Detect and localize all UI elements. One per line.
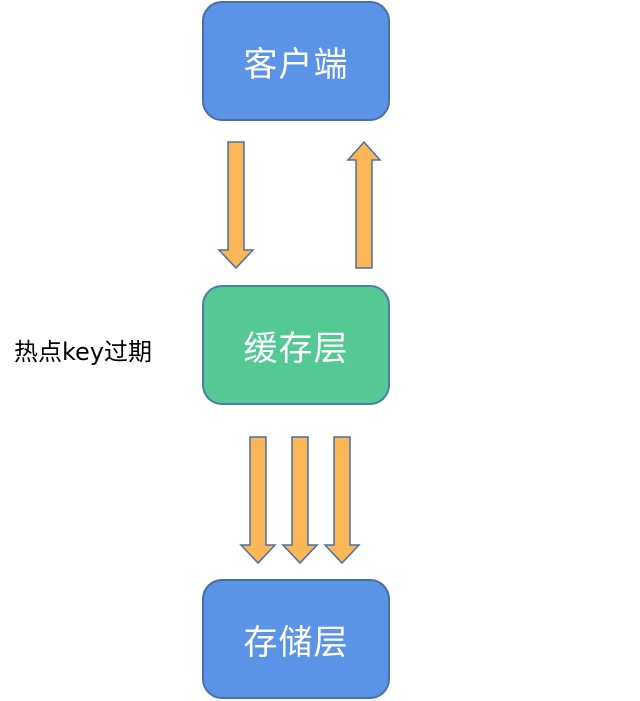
arrow-cache-to-storage-3	[323, 436, 361, 565]
client-node: 客户端	[202, 1, 390, 121]
arrow-client-to-cache	[217, 141, 255, 270]
arrow-cache-to-storage-1	[239, 436, 277, 565]
arrow-cache-to-client	[346, 140, 382, 269]
arrow-cache-to-storage-2	[281, 436, 319, 565]
storage-layer-node: 存储层	[202, 579, 390, 699]
client-node-label: 客户端	[243, 44, 349, 85]
hot-key-expired-annotation: 热点key过期	[14, 338, 153, 366]
cache-layer-label: 缓存层	[243, 328, 349, 369]
storage-layer-label: 存储层	[243, 622, 349, 663]
cache-layer-node: 缓存层	[202, 285, 390, 405]
